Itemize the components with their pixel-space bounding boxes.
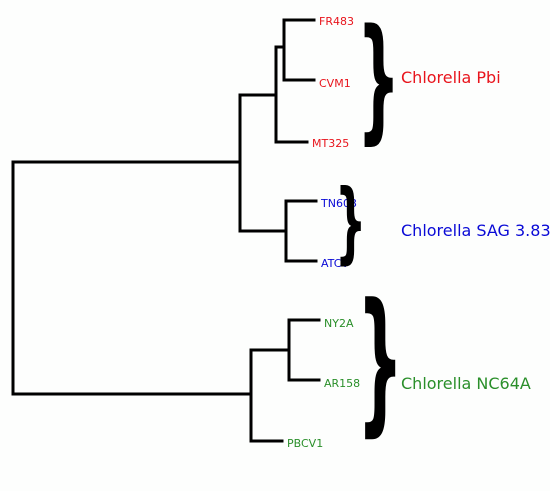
leaf-label-cvm1: CVM1 xyxy=(319,77,351,90)
group-label-chlorella-pbi: Chlorella Pbi xyxy=(401,68,501,87)
leaf-label-ar158: AR158 xyxy=(324,377,360,390)
brace-chlorella-sag: } xyxy=(335,171,366,273)
leaf-label-atcv: ATCV xyxy=(321,257,349,270)
brace-chlorella-pbi: } xyxy=(357,0,400,157)
leaf-label-pbcv1: PBCV1 xyxy=(287,437,323,450)
group-label-chlorella-nc64a: Chlorella NC64A xyxy=(401,374,531,393)
group-label-chlorella-sag: Chlorella SAG 3.83 xyxy=(401,221,550,240)
leaf-label-fr483: FR483 xyxy=(319,15,354,28)
leaf-label-mt325: MT325 xyxy=(312,137,349,150)
leaf-label-tn603: TN603 xyxy=(320,197,357,210)
leaf-label-ny2a: NY2A xyxy=(324,317,354,330)
brace-chlorella-nc64a: } xyxy=(357,272,403,452)
